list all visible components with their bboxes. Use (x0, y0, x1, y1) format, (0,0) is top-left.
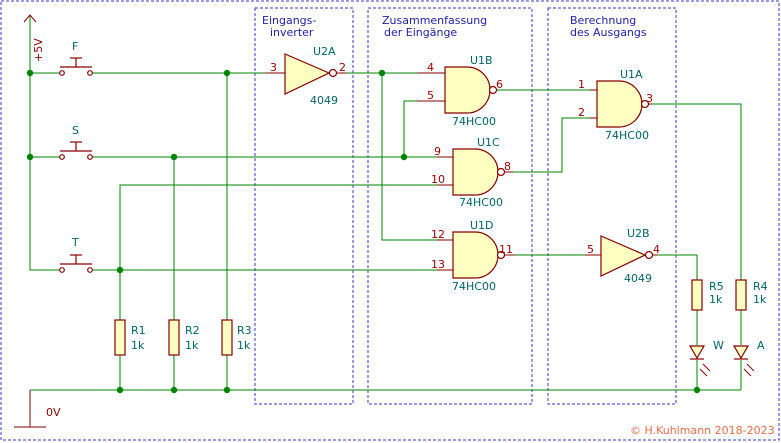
block-combine-subtitle: der Eingänge (384, 26, 457, 39)
gate-u1b-pin-out: 6 (496, 78, 503, 91)
switch-f-label: F (72, 40, 78, 53)
gate-u2a: U2A 4049 3 2 (265, 45, 347, 107)
resistor-r2-value: 1k (185, 339, 199, 352)
resistor-r1: R1 1k (114, 319, 146, 356)
vcc-symbol: +5V (23, 14, 45, 62)
gate-u2b: U2B 4049 5 4 (585, 227, 660, 285)
gate-u1c-ref: U1C (477, 136, 500, 149)
switch-t: T (59, 236, 93, 273)
block-input-inverter: Eingangs- inverter (254, 7, 354, 405)
gate-u1a-value: 74HC00 (605, 129, 649, 142)
gate-u1b-value: 74HC00 (452, 115, 496, 128)
resistor-r4-value: 1k (753, 293, 767, 306)
led-w: W (688, 339, 724, 377)
gnd-label: 0V (46, 406, 61, 419)
gate-u1b: U1B 74HC00 4 5 6 (417, 54, 503, 128)
gate-u1d-pin-out: 11 (499, 243, 513, 256)
gate-u2a-value: 4049 (310, 94, 338, 107)
ground-symbol: 0V (14, 390, 61, 428)
gate-u1a-ref: U1A (620, 68, 643, 81)
switch-f: F (59, 40, 93, 76)
block-output-subtitle: des Ausgangs (570, 26, 647, 39)
gate-u1c-pin-in1: 9 (434, 145, 441, 158)
gate-u1c-value: 74HC00 (459, 196, 503, 209)
block-combine-title: Zusammenfassung (382, 14, 487, 27)
resistor-r4: R4 1k (735, 279, 768, 311)
copyright-text: © H.Kuhlmann 2018-2023 (630, 424, 775, 437)
resistor-r5-ref: R5 (709, 280, 724, 293)
block-output: Berechnung des Ausgangs (547, 7, 677, 405)
block-input-inverter-title: Eingangs- (262, 14, 316, 27)
gate-u1b-pin-in2: 5 (427, 89, 434, 102)
gate-u1c-pin-out: 8 (504, 160, 511, 173)
led-a-label: A (757, 339, 765, 352)
switch-s: S (59, 124, 93, 160)
resistor-r3-value: 1k (237, 339, 251, 352)
junctions (26, 69, 701, 394)
resistor-r1-value: 1k (131, 339, 145, 352)
gate-u1d-ref: U1D (470, 219, 494, 232)
switch-s-label: S (72, 124, 79, 137)
block-input-inverter-subtitle: inverter (270, 26, 314, 39)
gate-u2b-ref: U2B (627, 227, 650, 240)
gate-u1a-pin-in2: 2 (578, 106, 585, 119)
block-output-title: Berechnung (570, 14, 636, 27)
gate-u1d-pin-in2: 13 (431, 258, 445, 271)
resistor-r5: R5 1k (691, 279, 724, 311)
gate-u2a-ref: U2A (313, 45, 336, 58)
led-a: A (732, 339, 765, 377)
gate-u1b-pin-in1: 4 (427, 61, 434, 74)
gate-u1a: U1A 74HC00 1 2 3 (578, 68, 653, 142)
gate-u2b-pin-out: 4 (653, 243, 660, 256)
led-w-label: W (713, 339, 724, 352)
block-combine: Zusammenfassung der Eingänge (367, 7, 533, 405)
gate-u2b-pin-in: 5 (587, 243, 594, 256)
gate-u2a-pin-in: 3 (270, 61, 277, 74)
gate-u1d-pin-in1: 12 (431, 228, 445, 241)
resistor-r2: R2 1k (168, 319, 200, 356)
gate-u1a-pin-out: 3 (646, 92, 653, 105)
vcc-label: +5V (32, 38, 45, 62)
gate-u2a-pin-out: 2 (339, 61, 346, 74)
gate-u2b-value: 4049 (624, 272, 652, 285)
gate-u1b-ref: U1B (470, 54, 493, 67)
resistor-r5-value: 1k (709, 293, 723, 306)
gate-u1c: U1C 74HC00 9 10 8 (431, 136, 513, 209)
gate-u1c-pin-in2: 10 (431, 173, 445, 186)
resistor-r2-ref: R2 (185, 324, 200, 337)
resistor-r3-ref: R3 (237, 324, 252, 337)
gate-u1a-pin-in1: 1 (578, 78, 585, 91)
switch-t-label: T (71, 236, 79, 249)
gate-u1d: U1D 74HC00 12 13 11 (431, 219, 515, 293)
resistor-r3: R3 1k (221, 319, 252, 356)
resistor-r1-ref: R1 (131, 324, 146, 337)
resistor-r4-ref: R4 (753, 280, 768, 293)
gate-u1d-value: 74HC00 (452, 280, 496, 293)
